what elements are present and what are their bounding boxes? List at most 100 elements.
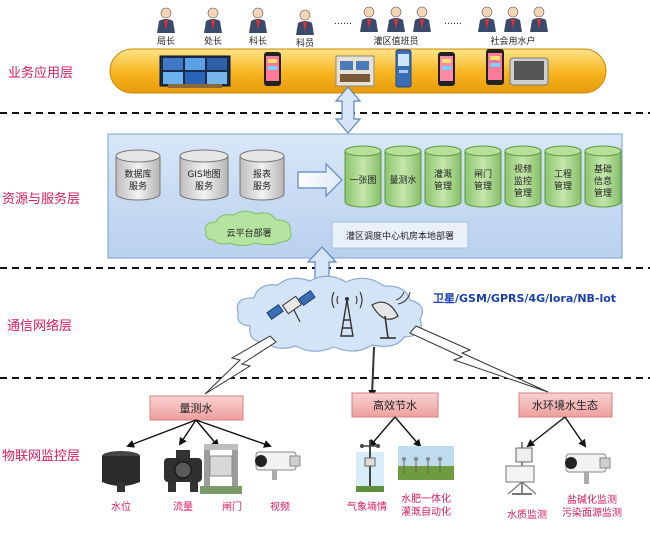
- service-cylinder-gis: [179, 149, 229, 201]
- device-label-fertigation-1: 水肥一体化: [401, 492, 451, 505]
- app-label-basicinfo-3: 管理: [594, 187, 612, 199]
- app-label-engineering-1: 工程: [554, 169, 572, 180]
- layer-label-iot: 物联网监控层: [2, 449, 80, 464]
- user-figure-chuzhang: [204, 7, 222, 33]
- user-figure-social-2: [504, 6, 522, 32]
- cloud-platform-shape: [205, 210, 292, 246]
- satellite-icon: [266, 290, 316, 323]
- device-label-video: 视频: [270, 500, 290, 513]
- radio-tower-icon: [331, 291, 363, 337]
- lightning-bolt-right: [409, 325, 549, 393]
- service-label-report-2: 服务: [253, 180, 271, 192]
- network-protocols-label: 卫星/GSM/GPRS/4G/lora/NB-lot: [433, 292, 616, 305]
- device-label-salinity-1: 盐碱化监测: [567, 493, 617, 506]
- device-label-flow: 流量: [173, 500, 193, 513]
- water-quality-station-icon: [505, 442, 537, 495]
- user-figure-social-1: [478, 6, 496, 32]
- user-label-social: 社会用水户: [490, 35, 535, 47]
- lightning-bolt-left: [204, 335, 277, 395]
- gate-icon: [200, 444, 242, 494]
- service-cylinder-report: [239, 149, 285, 201]
- app-label-video-1: 视频: [514, 163, 532, 175]
- service-label-gis-1: GIS地图: [187, 168, 220, 180]
- control-center-screen-icon: [159, 55, 231, 88]
- device-label-water-quality: 水质监测: [507, 508, 547, 521]
- duty-room-icon: [335, 55, 375, 87]
- user-ellipsis-1: ……: [334, 17, 352, 27]
- user-figure-keyuan: [296, 9, 314, 35]
- user-figure-duty-2: [387, 6, 405, 32]
- flow-meter-icon: [164, 450, 202, 492]
- app-label-engineering-2: 管理: [554, 180, 572, 192]
- network-cloud: [236, 275, 423, 352]
- smartphone-icon-2: [438, 52, 455, 86]
- device-label-gate: 闸门: [222, 500, 242, 513]
- weather-station-icon: [356, 440, 384, 492]
- local-deploy-label: 灌区调度中心机房本地部署: [346, 230, 454, 242]
- device-connector-arrows: [126, 416, 587, 448]
- device-label-fertigation-2: 灌溉自动化: [401, 505, 451, 518]
- layer-label-resource: 资源与服务层: [2, 191, 80, 207]
- service-label-report-1: 报表: [253, 168, 271, 180]
- category-box-water-saving: [351, 392, 439, 418]
- local-deploy-box: [331, 221, 469, 249]
- app-cylinders: 一张图 量测水 灌溉 管理 闸门 管理 视频 监控 管理 工程 管理: [344, 145, 622, 208]
- service-label-database-2: 服务: [129, 180, 147, 192]
- salinity-camera-icon: [565, 453, 611, 484]
- signal-line-center: [368, 346, 377, 398]
- user-figure-duty-3: [413, 6, 431, 32]
- app-cylinder-video: [504, 145, 542, 208]
- smartphone-icon-1: [264, 52, 281, 86]
- app-cylinder-gate: [464, 145, 502, 208]
- tablet-icon: [509, 57, 549, 86]
- smartphone-icon-3: [486, 49, 504, 85]
- user-ellipsis-2: ……: [444, 17, 462, 27]
- user-row: 局长 处长 科长 科员 ……: [157, 6, 548, 49]
- user-figure-social-3: [530, 6, 548, 32]
- user-figure-juzhang: [157, 7, 175, 33]
- app-label-basicinfo-2: 信息: [594, 175, 612, 187]
- category-box-water-measure: [149, 395, 244, 421]
- service-label-gis-2: 服务: [195, 180, 213, 192]
- satellite-dish-icon: [371, 291, 411, 339]
- device-label-salinity-2: 污染面源监测: [562, 506, 622, 519]
- fertigation-field-icon: [398, 446, 454, 480]
- category-label-water-saving: 高效节水: [373, 398, 417, 412]
- category-label-eco: 水环境水生态: [532, 398, 598, 412]
- user-label-kezhang: 科长: [249, 35, 267, 47]
- app-label-gate-2: 管理: [474, 180, 492, 192]
- app-label-video-2: 监控: [514, 175, 532, 187]
- app-label-irrigation-1: 灌溉: [434, 168, 452, 180]
- layer-label-network: 通信网络层: [7, 318, 72, 334]
- category-box-eco: [518, 392, 613, 418]
- video-camera-icon: [255, 451, 301, 480]
- user-label-chuzhang: 处长: [204, 35, 222, 47]
- app-label-measure: 量测水: [389, 174, 416, 186]
- user-label-duty: 灌区值班员: [373, 35, 418, 47]
- app-cylinder-basicinfo: [584, 145, 622, 208]
- app-label-irrigation-2: 管理: [434, 180, 452, 192]
- app-cylinder-measure: [384, 145, 422, 208]
- arrow-services-to-apps: [297, 162, 343, 198]
- app-cylinder-irrigation: [424, 145, 462, 208]
- app-label-gate-1: 闸门: [474, 168, 492, 180]
- app-cylinder-onemap: [344, 145, 382, 208]
- device-label-water-level: 水位: [111, 500, 131, 513]
- app-label-basicinfo-1: 基础: [594, 163, 612, 175]
- kiosk-terminal-icon: [395, 49, 412, 88]
- double-arrow-business-resource: [334, 86, 362, 134]
- user-label-keyuan: 科员: [296, 37, 314, 49]
- app-cylinder-engineering: [544, 145, 582, 208]
- user-label-juzhang: 局长: [157, 35, 175, 47]
- cloud-platform-label: 云平台部署: [226, 227, 271, 239]
- app-label-video-3: 管理: [514, 187, 532, 199]
- layer-label-business: 业务应用层: [8, 65, 73, 81]
- service-cylinder-database: [115, 149, 161, 201]
- service-label-database-1: 数据库: [124, 168, 151, 180]
- app-label-onemap: 一张图: [349, 175, 376, 186]
- user-figure-duty-1: [360, 6, 378, 32]
- water-level-sensor-icon: [102, 451, 140, 492]
- category-label-water-measure: 量测水: [180, 402, 213, 415]
- user-figure-kezhang: [249, 7, 267, 33]
